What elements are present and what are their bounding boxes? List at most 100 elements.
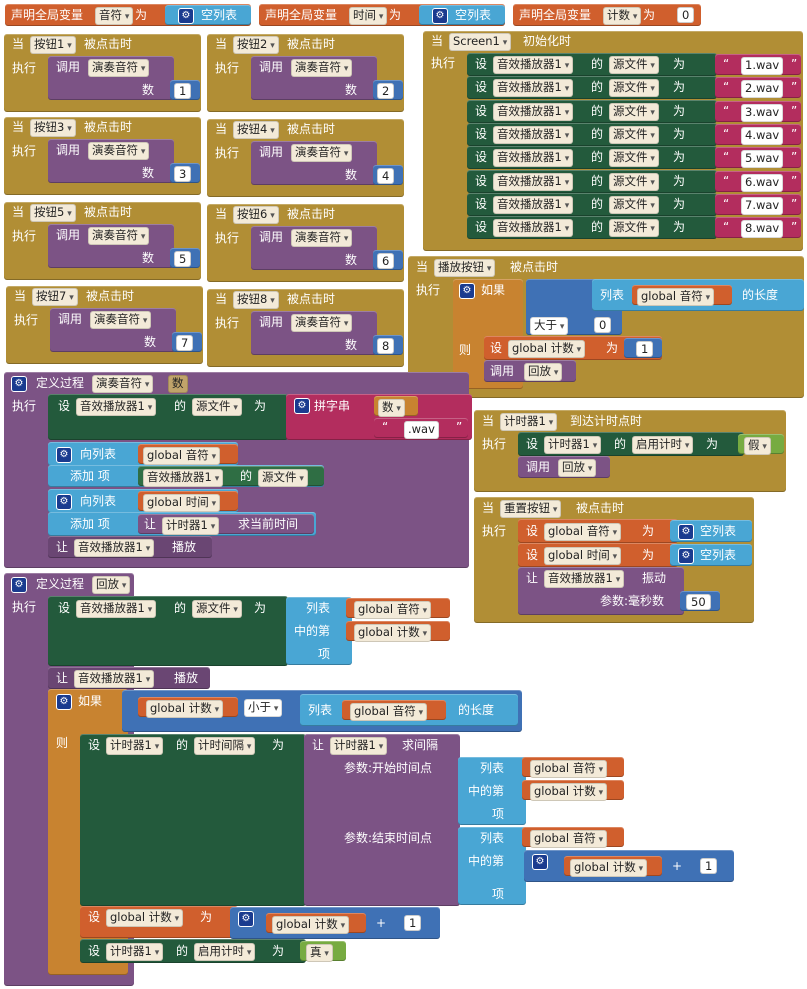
number-input[interactable]: 1 [404,915,422,931]
call-replay-block[interactable]: 调用 回放 [484,360,576,382]
var-dropdown[interactable]: global 音符 [530,760,608,778]
prop-dropdown[interactable]: 源文件 [609,79,659,98]
number-input[interactable]: 1 [174,83,192,99]
component-dropdown[interactable]: 音效播放器1 [493,79,574,98]
call-play-note-block[interactable]: 调用 演奏音符 数 [251,56,377,100]
component-dropdown[interactable]: 音效播放器1 [544,570,625,588]
var-dropdown[interactable]: global 计数 [106,909,184,927]
button-click-event[interactable]: 当 按钮8 被点击时 执行 调用 演奏音符 数 8 [207,289,404,367]
true-block[interactable]: 真 [300,941,346,962]
global-notes-declare[interactable]: 声明全局变量 音符 为 ⚙ 空列表 [5,4,251,26]
get-var-block[interactable]: global 音符 [522,757,624,778]
text-input[interactable]: 5.wav [741,150,784,169]
number-block[interactable]: 4 [373,165,403,185]
number-input[interactable]: 0 [594,317,612,333]
number-block[interactable]: 7 [172,332,202,352]
bool-dropdown[interactable]: 假 [744,437,771,455]
set-source-block[interactable]: 设 音效播放器1 的 源文件 为 [467,99,717,123]
gear-icon[interactable]: ⚙ [56,494,72,510]
call-play-note-block[interactable]: 调用 演奏音符 数 [251,311,377,355]
select-list-item-block[interactable]: 列表 中的第 项 [458,757,526,825]
get-var-block[interactable]: global 时间 [138,491,238,512]
get-var-block[interactable]: global 计数 [522,780,624,801]
set-source-block[interactable]: 设 音效播放器1 的 源文件 为 [467,76,717,100]
proc-dropdown[interactable]: 回放 [524,363,563,381]
proc-dropdown[interactable]: 演奏音符 [291,59,353,77]
number-input[interactable]: 8 [377,338,395,354]
add-item-row[interactable]: 添加 项 让 计时器1 求当前时间 [48,512,316,536]
button-click-event[interactable]: 当 按钮2 被点击时 执行 调用 演奏音符 数 2 [207,34,404,112]
text-input[interactable]: 4.wav [741,126,784,145]
number-input[interactable]: 1 [700,858,718,874]
gear-icon[interactable]: ⚙ [11,577,27,593]
text-input[interactable]: 1.wav [741,57,784,75]
set-notes-block[interactable]: 设 global 音符 为 [518,519,678,543]
var-dropdown[interactable]: global 音符 [544,523,622,541]
gear-icon[interactable]: ⚙ [432,8,448,24]
var-dropdown[interactable]: global 计数 [272,916,350,934]
get-var-block[interactable]: global 音符 [346,598,450,619]
vibrate-block[interactable]: 让 音效播放器1 振动 参数:毫秒数 [518,567,684,615]
set-source-block[interactable]: 设 音效播放器1 的 源文件 为 [467,122,717,146]
text-input[interactable]: .wav [404,421,439,439]
get-var-block[interactable]: global 计数 [564,856,662,877]
component-dropdown[interactable]: 音效播放器1 [76,600,157,618]
var-dropdown[interactable]: global 音符 [350,703,428,721]
number-input[interactable]: 7 [176,335,194,351]
button-click-event[interactable]: 当 按钮5 被点击时 执行 调用 演奏音符 数 5 [4,202,201,280]
number-input[interactable]: 2 [377,83,395,99]
button-click-event[interactable]: 当 按钮7 被点击时 执行 调用 演奏音符 数 7 [6,286,203,364]
proc-dropdown[interactable]: 演奏音符 [291,229,353,247]
compare-block[interactable]: global 计数 小于 列表 global 音符 的长度 [122,690,522,732]
text-block[interactable]: “ 1.wav ” [715,54,801,75]
component-dropdown[interactable]: 音效播放器1 [493,172,574,191]
text-input[interactable]: 3.wav [741,103,784,122]
var-dropdown[interactable]: global 音符 [530,830,608,848]
set-timer-enabled-block[interactable]: 设 计时器1 的 启用计时 为 [518,432,744,456]
length-of-list-block[interactable]: 列表 global 音符 的长度 [300,694,518,726]
button-click-event[interactable]: 当 按钮3 被点击时 执行 调用 演奏音符 数 3 [4,117,201,195]
global-name[interactable]: 计数 [603,7,642,25]
number-input[interactable]: 50 [686,594,711,610]
text-block[interactable]: “ 3.wav ” [715,100,801,122]
get-var-block[interactable]: global 计数 [346,621,450,642]
proc-dropdown[interactable]: 演奏音符 [291,144,353,162]
screen-init-event[interactable]: 当 Screen1 初始化时 执行 设 音效播放器1 的 源文件 为 “ 1.w… [423,31,803,251]
gear-icon[interactable]: ⚙ [11,376,27,392]
proc-dropdown[interactable]: 回放 [558,459,597,477]
gear-icon[interactable]: ⚙ [678,524,694,540]
get-var-block[interactable]: global 计数 [138,697,238,718]
component-dropdown[interactable]: 计时器1 [106,737,164,755]
prop-dropdown[interactable]: 源文件 [609,102,659,121]
component-dropdown[interactable]: 音效播放器1 [493,125,574,144]
gear-icon[interactable]: ⚙ [678,548,694,564]
component-dropdown[interactable]: 音效播放器1 [74,539,155,557]
text-block[interactable]: “ 2.wav ” [715,77,801,99]
get-var-block[interactable]: global 计数 [266,913,366,934]
text-block[interactable]: “ 5.wav ” [715,147,801,169]
set-count-block[interactable]: 设 global 计数 为 [80,906,238,938]
get-var-block[interactable]: global 音符 [138,444,238,465]
gear-icon[interactable]: ⚙ [56,694,72,710]
component-dropdown[interactable]: 音效播放器1 [493,195,574,214]
play-block[interactable]: 让 音效播放器1 播放 [48,667,210,689]
call-play-note-block[interactable]: 调用 演奏音符 数 [48,56,174,100]
prop-dropdown[interactable]: 启用计时 [632,436,694,454]
var-dropdown[interactable]: global 计数 [146,700,224,718]
timer-fire-event[interactable]: 当 计时器1 到达计时点时 执行 设 计时器1 的 启用计时 为 假 调用 回放 [474,410,786,492]
reset-button-event[interactable]: 当 重置按钮 被点击时 执行 设 global 音符 为 ⚙ 空列表 设 glo… [474,497,754,623]
component-dropdown[interactable]: 音效播放器1 [74,670,155,688]
add-block[interactable]: ⚙ global 计数 + 1 [524,850,734,882]
gear-icon[interactable]: ⚙ [178,8,194,24]
set-source-block[interactable]: 设 音效播放器1 的 源文件 为 [467,216,717,240]
prop-dropdown[interactable]: 启用计时 [194,943,256,961]
component-dropdown[interactable]: 计时器1 [106,943,164,961]
gear-icon[interactable]: ⚙ [294,398,310,414]
number-block[interactable]: 8 [373,335,403,355]
var-dropdown[interactable]: global 时间 [143,494,221,512]
component-dropdown[interactable]: 按钮3 [30,119,76,137]
empty-list-block[interactable]: ⚙ 空列表 [670,520,752,542]
prop-dropdown[interactable]: 计时间隔 [194,737,256,755]
get-param-block[interactable]: 数 [374,396,418,417]
var-dropdown[interactable]: global 音符 [143,447,221,465]
